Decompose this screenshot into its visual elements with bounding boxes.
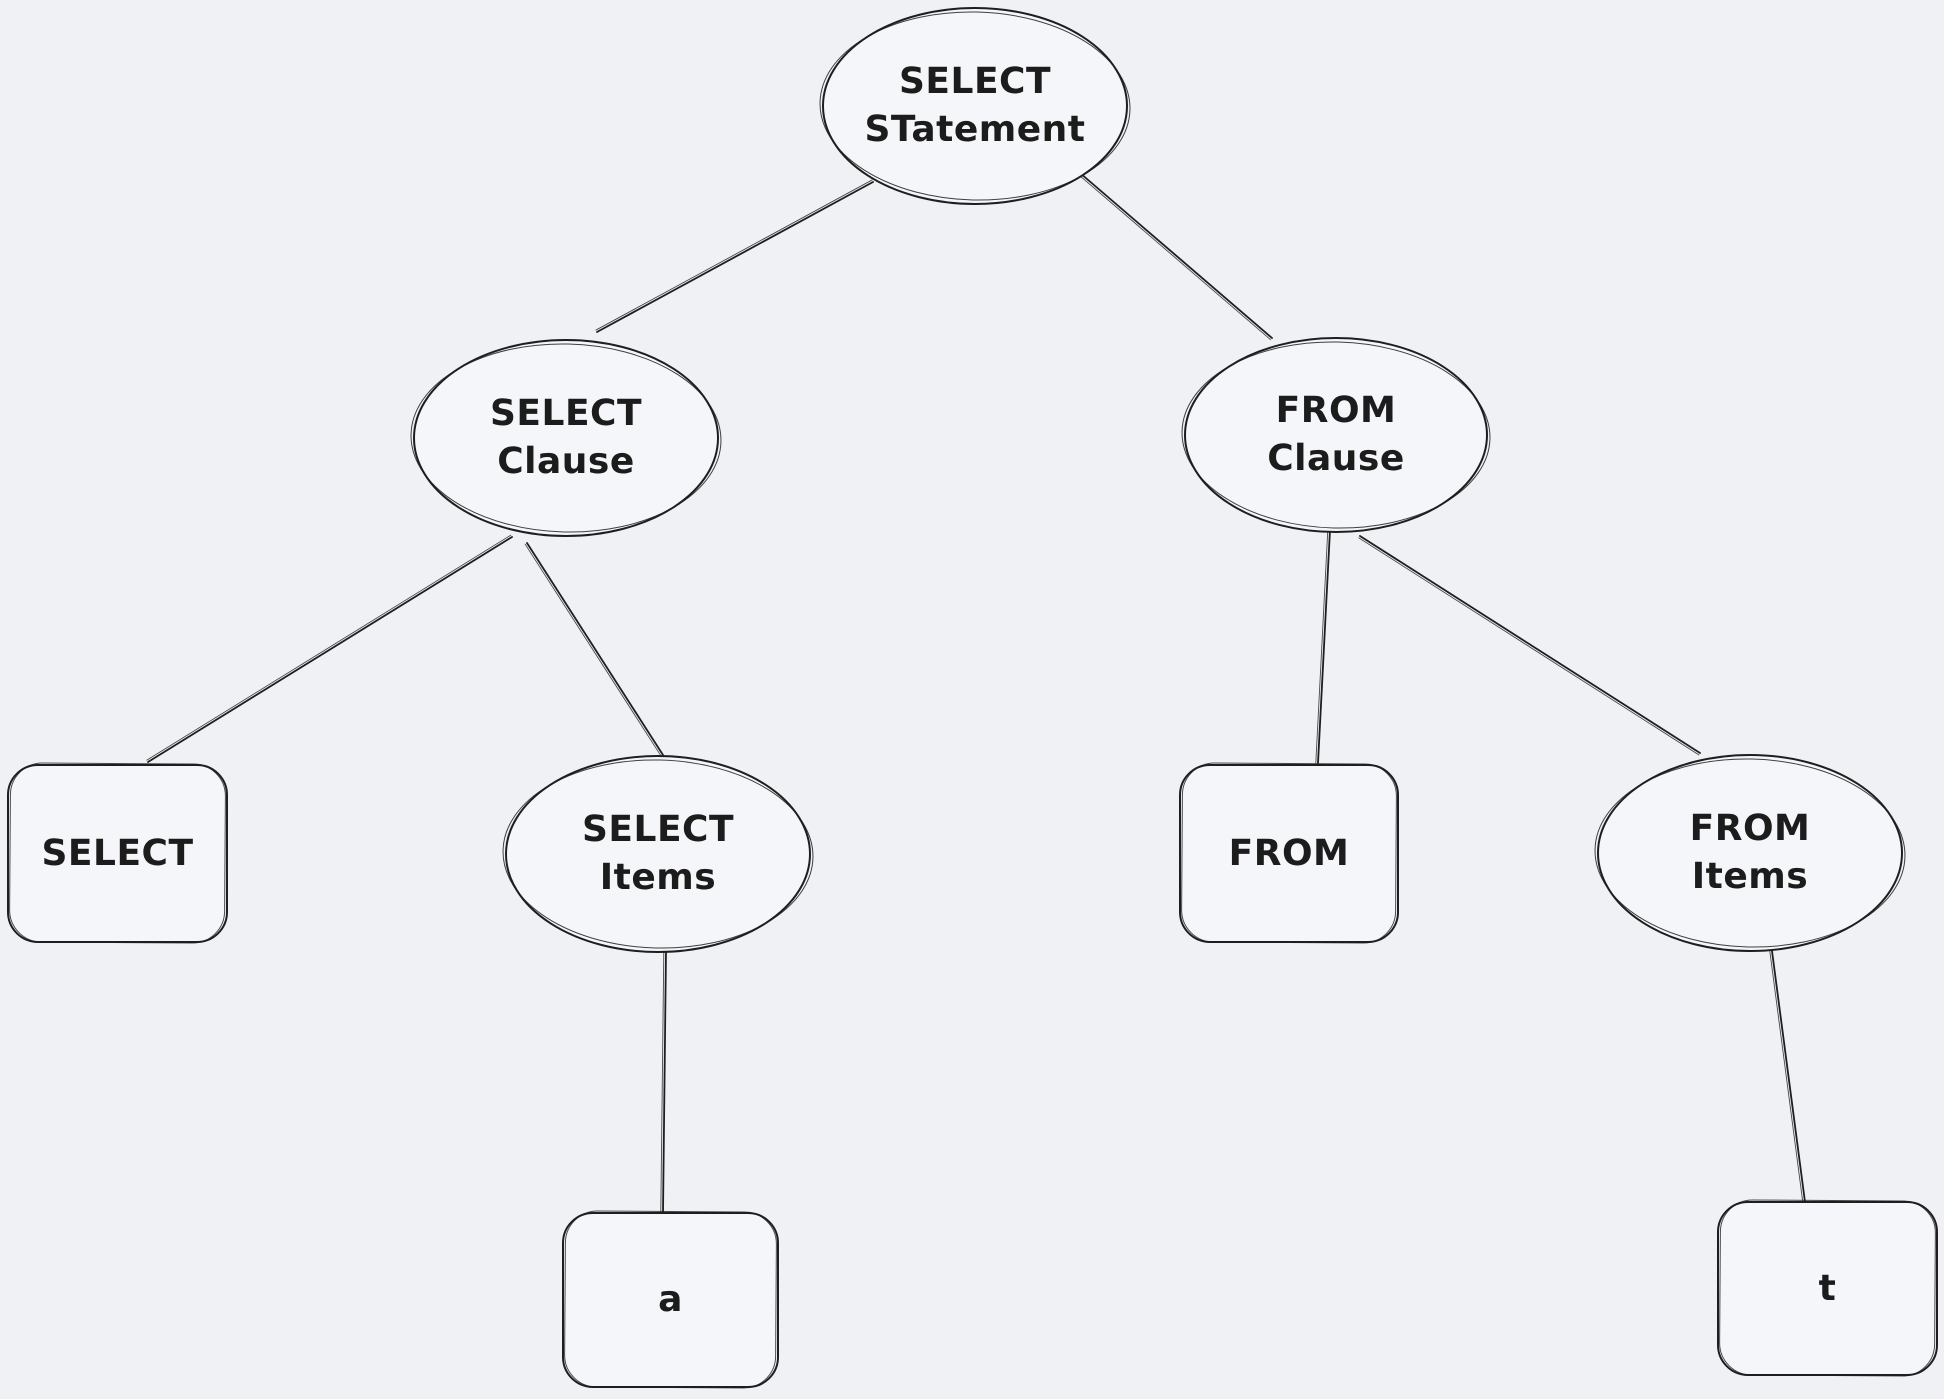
- node-label-from-clause: FROM Clause: [1267, 390, 1405, 479]
- node-from-keyword: [1179, 762, 1399, 944]
- edge-select-statement--select-clause: [596, 181, 874, 333]
- edge-from-clause--from-keyword: [1317, 529, 1331, 764]
- node-label-select-statement: SELECT STatement: [864, 61, 1086, 150]
- node-select-clause: [410, 339, 722, 537]
- node-from-items: [1594, 754, 1906, 952]
- node-item-t: [1717, 1199, 1938, 1377]
- edge-select-clause--select-keyword: [146, 534, 512, 761]
- edge-select-clause--select-items: [526, 542, 664, 756]
- edge-select-statement--select-clause: [595, 179, 873, 331]
- edge-select-statement--from-clause: [1079, 172, 1273, 339]
- edge-select-items--item-a: [662, 950, 667, 1214]
- edge-select-clause--select-items: [524, 543, 662, 757]
- edge-from-items--item-t: [1771, 950, 1806, 1203]
- edge-from-clause--from-items: [1358, 537, 1700, 756]
- node-label-from-keyword: FROM: [1228, 832, 1350, 874]
- node-label-select-keyword: SELECT: [41, 832, 194, 874]
- node-label-from-items: FROM Items: [1689, 808, 1811, 897]
- edge-from-clause--from-items: [1359, 535, 1701, 754]
- node-label-item-a: a: [658, 1279, 683, 1321]
- node-from-clause: [1181, 337, 1491, 533]
- node-item-a: [562, 1210, 779, 1389]
- edge-from-clause--from-keyword: [1315, 529, 1329, 764]
- edge-select-items--item-a: [660, 950, 665, 1214]
- node-select-statement: [819, 7, 1131, 205]
- node-select-items: [502, 755, 814, 953]
- edge-from-items--item-t: [1769, 950, 1804, 1203]
- node-label-select-clause: SELECT Clause: [489, 393, 643, 482]
- node-label-item-t: t: [1818, 1267, 1837, 1309]
- node-label-select-items: SELECT Items: [581, 809, 735, 898]
- node-select-keyword: [7, 762, 228, 944]
- edge-select-statement--from-clause: [1078, 174, 1272, 341]
- edge-select-clause--select-keyword: [147, 536, 513, 763]
